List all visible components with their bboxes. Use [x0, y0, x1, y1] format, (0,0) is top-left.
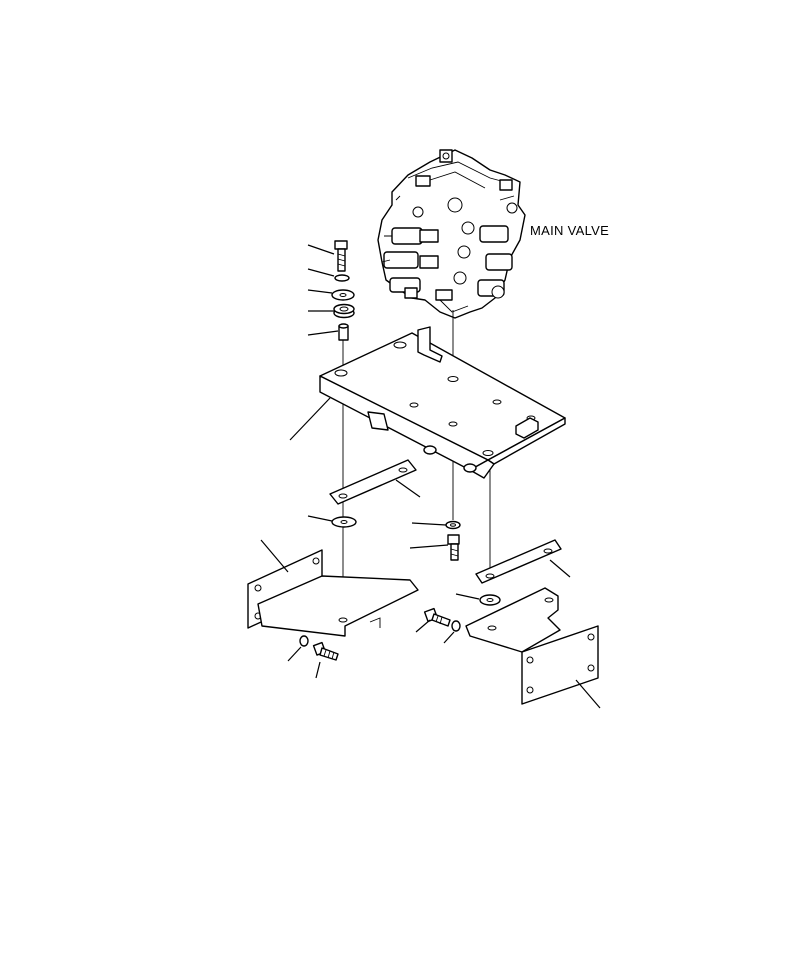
bracket-right [465, 587, 601, 709]
bolt-left-bottom [312, 641, 339, 661]
main-valve-label: MAIN VALVE [530, 223, 609, 238]
bracket-left [247, 539, 419, 637]
hardware-left-bottom [287, 635, 339, 679]
bolt-right-bottom [423, 607, 451, 627]
mounting-plate [289, 326, 566, 479]
washer-left [307, 515, 357, 528]
center-hardware [409, 520, 461, 561]
spring-washer-upper [334, 274, 350, 282]
strap-right [475, 539, 571, 584]
collar-upper [338, 323, 349, 341]
cushion-upper [333, 303, 355, 319]
bolt-upper [334, 240, 348, 272]
main-valve-body [377, 149, 526, 319]
hose-clip [417, 326, 443, 363]
bolt-stack-upper [307, 240, 355, 341]
hardware-right-bottom [415, 593, 501, 644]
spring-washer-right [451, 620, 461, 632]
bolt-center [447, 534, 460, 561]
strap-left [329, 459, 421, 505]
